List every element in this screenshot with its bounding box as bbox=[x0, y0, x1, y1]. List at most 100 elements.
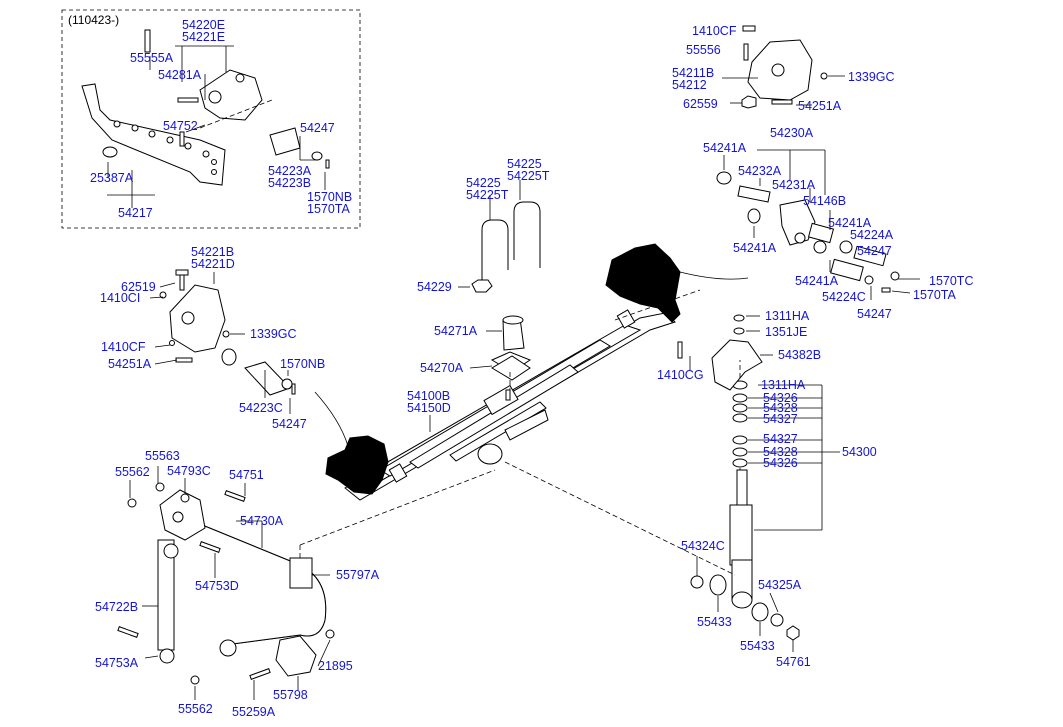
label-54241A-3[interactable]: 54241A bbox=[733, 241, 777, 255]
label-21895[interactable]: 21895 bbox=[318, 659, 353, 673]
rear-eye-arrow bbox=[314, 391, 349, 447]
label-54241A-2[interactable]: 54241A bbox=[828, 216, 872, 230]
label-54271A[interactable]: 54271A bbox=[434, 324, 478, 338]
label-1410CF-top[interactable]: 1410CF bbox=[692, 24, 737, 38]
label-55563[interactable]: 55563 bbox=[145, 449, 180, 463]
label-54325A[interactable]: 54325A bbox=[758, 578, 802, 592]
label-54230A[interactable]: 54230A bbox=[770, 126, 814, 140]
label-54247-sh2[interactable]: 54247 bbox=[857, 307, 892, 321]
label-54281A[interactable]: 54281A bbox=[158, 68, 202, 82]
label-54326-a[interactable]: 54326 bbox=[763, 391, 798, 405]
label-1351JE[interactable]: 1351JE bbox=[765, 325, 807, 339]
label-54753A[interactable]: 54753A bbox=[95, 656, 139, 670]
label-54761[interactable]: 54761 bbox=[776, 655, 811, 669]
label-54225-b[interactable]: 54225 bbox=[466, 176, 501, 190]
label-1570NB-rear[interactable]: 1570NB bbox=[280, 357, 325, 371]
label-54752[interactable]: 54752 bbox=[163, 119, 198, 133]
label-54327-a[interactable]: 54327 bbox=[763, 412, 798, 426]
label-1410CG[interactable]: 1410CG bbox=[657, 368, 704, 382]
label-1570NB[interactable]: 1570NB bbox=[307, 190, 352, 204]
label-54247-rear[interactable]: 54247 bbox=[272, 417, 307, 431]
label-1570TA[interactable]: 1570TA bbox=[307, 202, 351, 216]
label-54251A-top[interactable]: 54251A bbox=[798, 99, 842, 113]
shackle-leaders bbox=[723, 149, 920, 300]
front-hanger-assy bbox=[741, 25, 828, 109]
label-54225T-b[interactable]: 54225T bbox=[466, 188, 509, 202]
label-54241A-4[interactable]: 54241A bbox=[795, 274, 839, 288]
label-55433-b[interactable]: 55433 bbox=[740, 639, 775, 653]
label-62519[interactable]: 62519 bbox=[121, 280, 156, 294]
label-54730A[interactable]: 54730A bbox=[240, 514, 284, 528]
label-54221B[interactable]: 54221B bbox=[191, 245, 234, 259]
rear-hanger-assy bbox=[159, 269, 237, 366]
shock-leaders bbox=[689, 315, 840, 652]
inset-hanger bbox=[199, 69, 263, 121]
rear-hanger-bushing bbox=[244, 361, 296, 396]
label-1339GC-rear[interactable]: 1339GC bbox=[250, 327, 297, 341]
label-54753D[interactable]: 54753D bbox=[195, 579, 239, 593]
label-54231A[interactable]: 54231A bbox=[772, 178, 816, 192]
label-55798[interactable]: 55798 bbox=[273, 688, 308, 702]
label-54217[interactable]: 54217 bbox=[118, 206, 153, 220]
label-54382B[interactable]: 54382B bbox=[778, 348, 821, 362]
label-54224C[interactable]: 54224C bbox=[822, 290, 866, 304]
label-54247[interactable]: 54247 bbox=[300, 121, 335, 135]
label-54223A[interactable]: 54223A bbox=[268, 164, 312, 178]
label-62559[interactable]: 62559 bbox=[683, 97, 718, 111]
shock-bracket bbox=[677, 314, 763, 391]
label-54247-sh1[interactable]: 54247 bbox=[857, 244, 892, 258]
label-54251A-rear[interactable]: 54251A bbox=[108, 357, 152, 371]
front-eye-arrow bbox=[679, 271, 749, 280]
label-54212[interactable]: 54212 bbox=[672, 78, 707, 92]
label-54324C[interactable]: 54324C bbox=[681, 539, 725, 553]
label-1311HA[interactable]: 1311HA bbox=[761, 378, 806, 392]
label-54211B[interactable]: 54211B bbox=[672, 66, 714, 80]
label-54793C[interactable]: 54793C bbox=[167, 464, 211, 478]
label-55797A[interactable]: 55797A bbox=[336, 568, 380, 582]
bump-stop bbox=[490, 315, 532, 401]
label-54300[interactable]: 54300 bbox=[842, 445, 877, 459]
label-54225T-a[interactable]: 54225T bbox=[507, 169, 550, 183]
label-54224A[interactable]: 54224A bbox=[850, 228, 894, 242]
label-25387A[interactable]: 25387A bbox=[90, 171, 134, 185]
label-54751[interactable]: 54751 bbox=[229, 468, 264, 482]
label-1410CI[interactable]: 1410CI bbox=[100, 291, 140, 305]
label-54326-b[interactable]: 54326 bbox=[763, 456, 798, 470]
label-1311HA-top[interactable]: 1311HA bbox=[765, 309, 810, 323]
label-54225-a[interactable]: 54225 bbox=[507, 157, 542, 171]
label-55556[interactable]: 55556 bbox=[686, 43, 721, 57]
spring-front-eye bbox=[605, 243, 681, 323]
label-55433-a[interactable]: 55433 bbox=[697, 615, 732, 629]
label-54150D[interactable]: 54150D bbox=[407, 401, 451, 415]
label-55562-b[interactable]: 55562 bbox=[178, 702, 213, 716]
label-54232A[interactable]: 54232A bbox=[738, 164, 782, 178]
label-54327-b[interactable]: 54327 bbox=[763, 432, 798, 446]
label-54146B[interactable]: 54146B bbox=[803, 194, 846, 208]
label-54328-a[interactable]: 54328 bbox=[763, 401, 798, 415]
inset-leaders bbox=[107, 45, 326, 208]
label-54241A-1[interactable]: 54241A bbox=[703, 141, 747, 155]
label-54722B[interactable]: 54722B bbox=[95, 600, 138, 614]
label-54223C[interactable]: 54223C bbox=[239, 401, 283, 415]
label-55562-a[interactable]: 55562 bbox=[115, 465, 150, 479]
label-54220E[interactable]: 54220E bbox=[182, 18, 225, 32]
label-55555A[interactable]: 55555A bbox=[130, 51, 174, 65]
leaf-spring bbox=[344, 309, 676, 501]
label-1410CF-rear[interactable]: 1410CF bbox=[101, 340, 146, 354]
u-bolt-assy bbox=[471, 201, 541, 293]
label-54223B[interactable]: 54223B bbox=[268, 176, 311, 190]
label-54229[interactable]: 54229 bbox=[417, 280, 452, 294]
shock-absorber bbox=[690, 469, 800, 641]
label-54328-b[interactable]: 54328 bbox=[763, 445, 798, 459]
stabilizer-leaders bbox=[129, 466, 331, 700]
label-1570TA-sh[interactable]: 1570TA bbox=[913, 288, 957, 302]
label-54221E[interactable]: 54221E bbox=[182, 30, 225, 44]
label-54100B[interactable]: 54100B bbox=[407, 389, 450, 403]
spring-rear-eye bbox=[325, 435, 389, 495]
label-54270A[interactable]: 54270A bbox=[420, 361, 464, 375]
label-54221D[interactable]: 54221D bbox=[191, 257, 235, 271]
stabilizer-bar bbox=[189, 519, 327, 657]
label-55259A[interactable]: 55259A bbox=[232, 705, 276, 719]
label-1339GC-top[interactable]: 1339GC bbox=[848, 70, 895, 84]
label-1570TC[interactable]: 1570TC bbox=[929, 274, 973, 288]
